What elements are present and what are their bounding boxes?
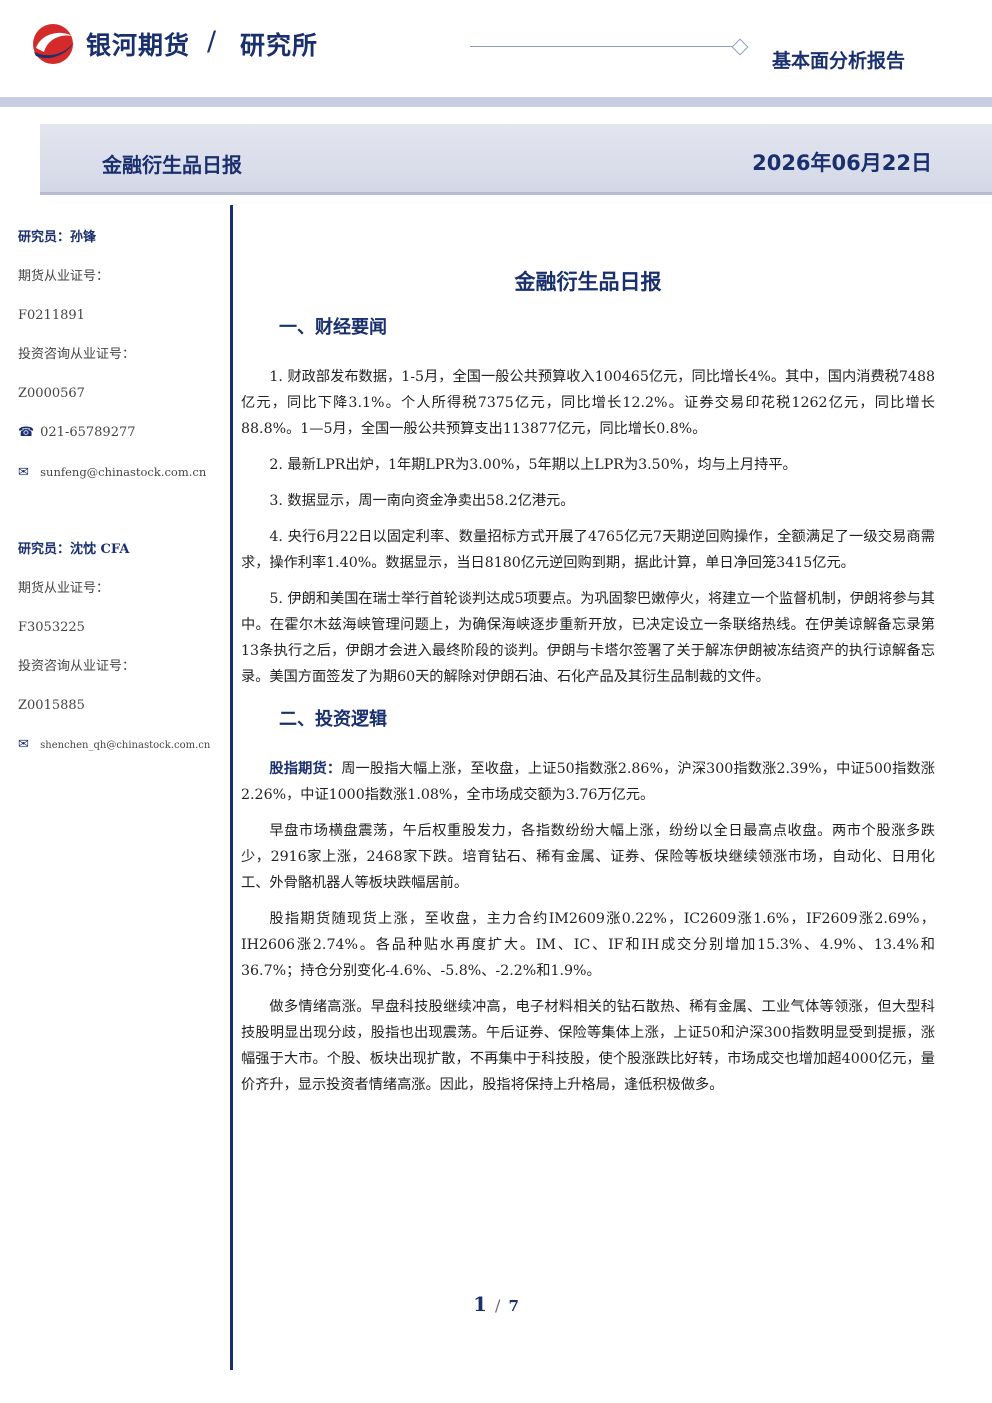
analyst-name: 研究员：沈忱 CFA [18, 542, 130, 557]
brand-name: 银河期货 [86, 31, 191, 60]
banner-title: 金融衍生品日报 [102, 153, 242, 177]
consult-number: Z0000567 [18, 386, 85, 401]
section-title: 二、投资逻辑 [279, 709, 387, 730]
email-link[interactable]: shenchen_qh@chinastock.com.cn [40, 740, 211, 751]
page-separator: / [495, 1296, 501, 1315]
lead-tag: 股指期货： [269, 761, 342, 777]
email-icon: ✉ [18, 465, 29, 480]
header-band [0, 97, 992, 107]
logic-paragraph: 做多情绪高涨。早盘科技股继续冲高，电子材料相关的钻石散热、稀有金属、工业气体等领… [241, 999, 935, 1093]
license-label: 期货从业证号： [18, 269, 110, 284]
consult-label: 投资咨询从业证号： [18, 659, 136, 674]
phone-number: 021-65789277 [40, 425, 136, 440]
diamond-icon [731, 38, 749, 56]
news-paragraph: 5. 伊朗和美国在瑞士举行首轮谈判达成5项要点。为巩固黎巴嫩停火，将建立一个监督… [241, 591, 935, 685]
email-row: ✉ sunfeng@chinastock.com.cn [18, 460, 228, 499]
page-header: 银河期货 / 研究所 基本面分析报告 [0, 0, 992, 107]
analyst-sidebar: 研究员：孙锋 期货从业证号： F0211891 投资咨询从业证号： Z00005… [18, 226, 228, 772]
page-total: 7 [508, 1297, 519, 1315]
lead-text: 周一股指大幅上涨，至收盘，上证50指数涨2.86%，沪深300指数涨2.39%，… [241, 761, 935, 803]
phone-icon: ☎ [18, 425, 35, 440]
logic-paragraph: 股指期货：周一股指大幅上涨，至收盘，上证50指数涨2.86%，沪深300指数涨2… [241, 756, 935, 808]
consult-label: 投资咨询从业证号： [18, 347, 136, 362]
email-link[interactable]: sunfeng@chinastock.com.cn [40, 465, 207, 479]
news-paragraph: 4. 央行6月22日以固定利率、数量招标方式开展了4765亿元7天期逆回购操作，… [241, 529, 935, 571]
logic-paragraph: 早盘市场横盘震荡，午后权重股发力，各指数纷纷大幅上涨，纷纷以全日最高点收盘。两市… [241, 823, 935, 891]
section-title: 一、财经要闻 [279, 317, 387, 338]
page-current: 1 [473, 1292, 488, 1316]
news-paragraph: 3. 数据显示，周一南向资金净卖出58.2亿港元。 [269, 493, 575, 509]
brand-separator: / [207, 26, 217, 57]
email-row: ✉ shenchen_qh@chinastock.com.cn [18, 733, 228, 772]
phone-row: ☎ 021-65789277 [18, 421, 228, 460]
galaxy-logo-icon [33, 24, 74, 64]
report-body: 金融衍生品日报 一、财经要闻 1. 财政部发布数据，1-5月，全国一般公共预算收… [241, 262, 935, 1108]
document-title: 金融衍生品日报 [514, 270, 662, 294]
report-type: 基本面分析报告 [772, 50, 906, 72]
analyst-name: 研究员：孙锋 [18, 230, 97, 245]
logic-paragraph: 股指期货随现货上涨，至收盘，主力合约IM2609涨0.22%，IC2609涨1.… [241, 911, 935, 979]
consult-number: Z0015885 [18, 698, 85, 713]
title-banner: 金融衍生品日报 2026年06月22日 [40, 124, 992, 195]
license-number: F0211891 [18, 308, 85, 323]
license-number: F3053225 [18, 620, 85, 635]
page-footer: 1 / 7 [0, 1292, 992, 1316]
email-icon: ✉ [18, 737, 29, 752]
institute-name: 研究所 [240, 31, 319, 60]
license-label: 期货从业证号： [18, 581, 110, 596]
report-date: 2026年06月22日 [752, 151, 932, 175]
sidebar-divider [230, 205, 233, 1370]
news-paragraph: 2. 最新LPR出炉，1年期LPR为3.00%，5年期以上LPR为3.50%，均… [269, 457, 797, 473]
header-rule [470, 46, 732, 47]
news-paragraph: 1. 财政部发布数据，1-5月，全国一般公共预算收入100465亿元，同比增长4… [241, 369, 935, 437]
